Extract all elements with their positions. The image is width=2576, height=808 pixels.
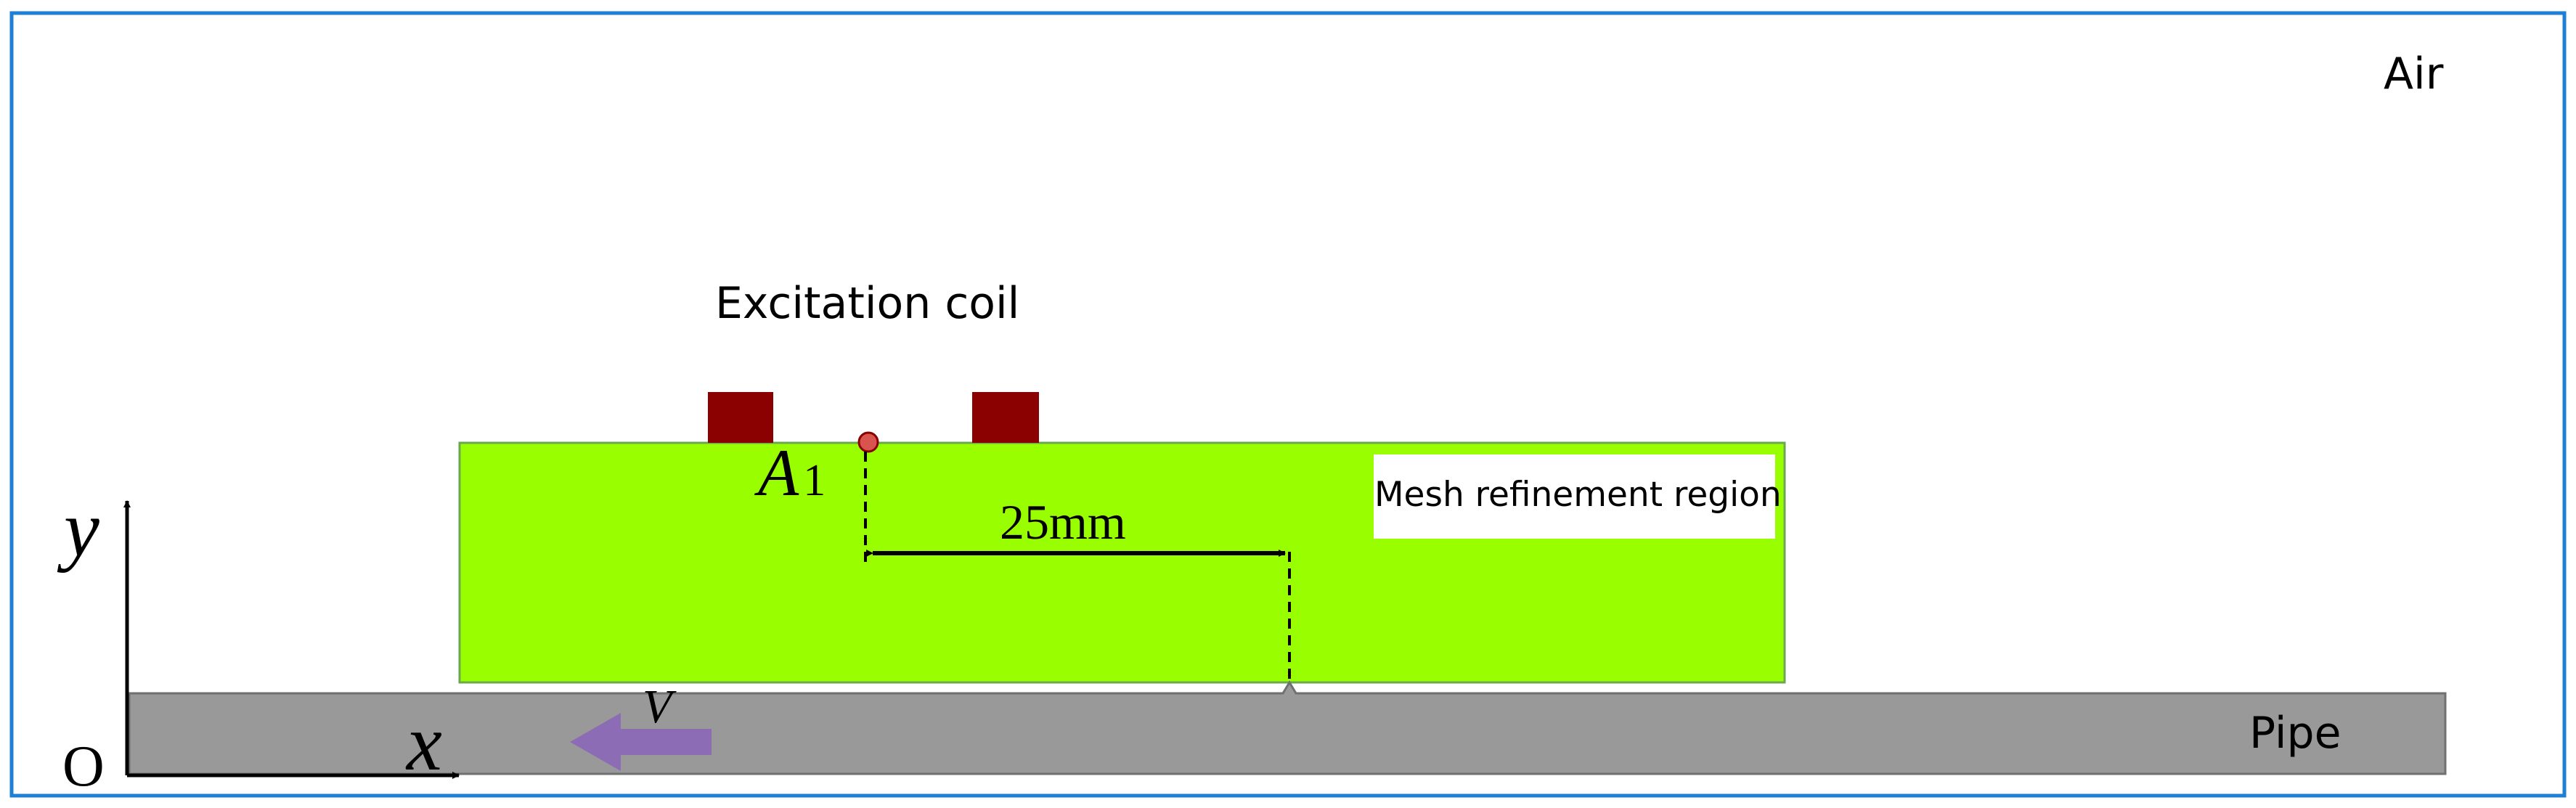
distance-label: 25mm (1000, 494, 1126, 550)
point-a1-subscript: 1 (803, 456, 826, 505)
excitation-coil-right (972, 392, 1039, 443)
point-a1-label: A1 (754, 436, 826, 510)
air-label: Air (2384, 49, 2444, 99)
origin-label: O (62, 735, 105, 799)
point-a1-letter: A (754, 436, 799, 510)
velocity-label: V (643, 680, 677, 733)
mesh-refinement-label-box (1374, 454, 1775, 539)
excitation-coil-label: Excitation coil (715, 278, 1019, 329)
x-axis-label: x (405, 698, 442, 787)
pipe (128, 680, 2447, 775)
velocity-arrow-icon (570, 713, 712, 771)
excitation-coil-left (708, 392, 773, 443)
mesh-refinement-label: Mesh refinement region (1374, 475, 1782, 515)
pipe-label: Pipe (2249, 708, 2341, 759)
point-a1-marker (857, 431, 879, 453)
y-axis-label: y (57, 484, 99, 573)
